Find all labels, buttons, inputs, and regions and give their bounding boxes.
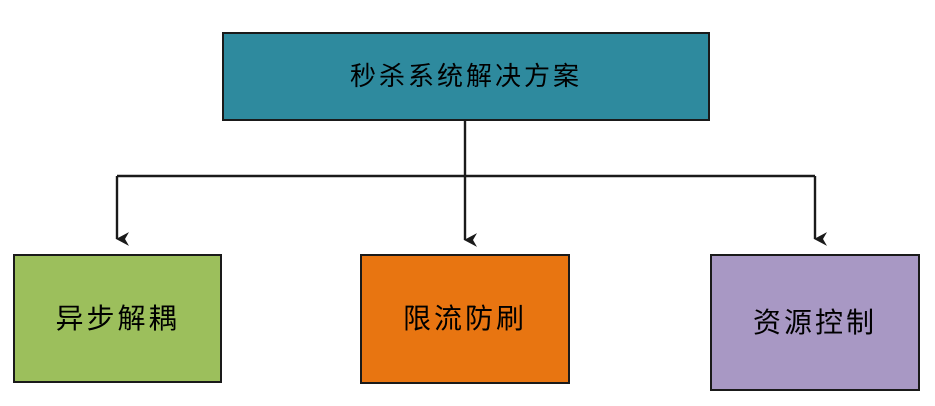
node-child-1-label: 限流防刷: [402, 302, 527, 335]
node-child-2-label: 资源控制: [752, 305, 877, 339]
node-child-0-label: 异步解耦: [55, 301, 180, 335]
node-child-rate-limiting[interactable]: 限流防刷: [360, 254, 570, 384]
node-child-resource-control[interactable]: 资源控制: [710, 254, 920, 391]
node-root[interactable]: 秒杀系统解决方案: [222, 32, 710, 121]
node-child-async-decoupling[interactable]: 异步解耦: [13, 254, 222, 383]
node-root-label: 秒杀系统解决方案: [349, 61, 582, 92]
